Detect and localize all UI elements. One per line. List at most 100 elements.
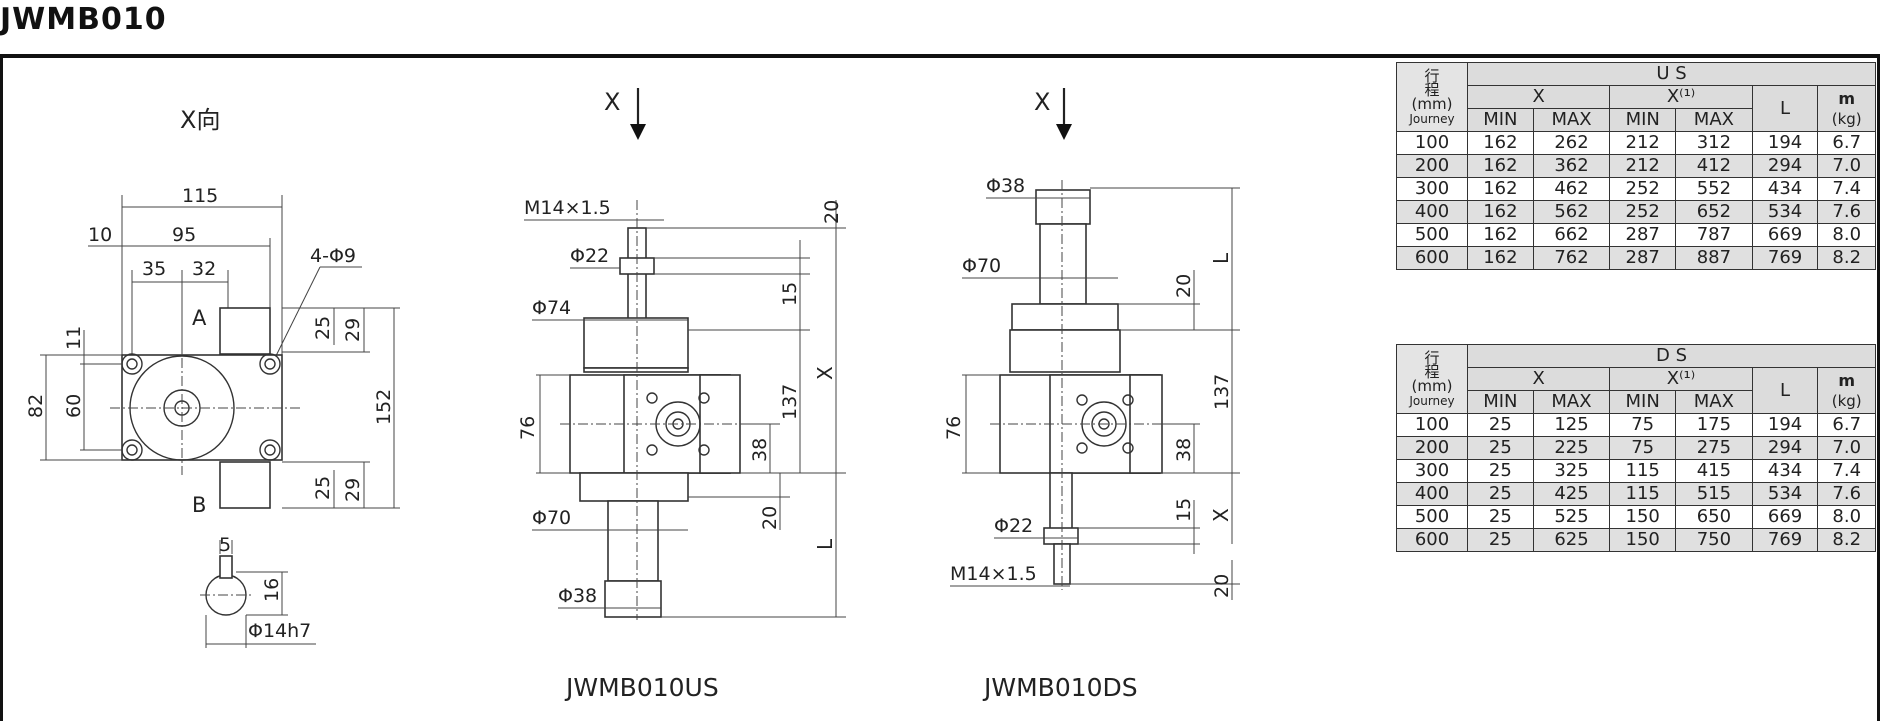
table-cell: 325 — [1532, 459, 1611, 483]
us-thread: M14×1.5 — [524, 197, 611, 219]
table-cell: 25 — [1467, 459, 1534, 483]
table-cell: 162 — [1467, 223, 1534, 247]
col-x: X — [1466, 367, 1611, 391]
table-cell: 212 — [1609, 131, 1677, 155]
table-cell: 194 — [1751, 131, 1819, 155]
dim-29-top: 29 — [342, 318, 364, 342]
us-h20b: 20 — [759, 506, 781, 530]
table-us: 行 程 (mm) Journey U S X X⁽¹⁾ L m(kg) MIN … — [1396, 62, 1876, 270]
ds-h20a: 20 — [1173, 274, 1195, 298]
x-direction-label: X向 — [180, 106, 220, 134]
dim-82: 82 — [25, 394, 47, 418]
table-cell: 600 — [1396, 528, 1468, 552]
ds-view: X Φ38 Φ70 Φ22 M14×1.5 76 — [943, 88, 1240, 702]
table-cell: 515 — [1675, 482, 1753, 506]
ds-phi22: Φ22 — [994, 515, 1033, 537]
col-min: MIN — [1467, 390, 1534, 414]
table-cell: 534 — [1751, 482, 1819, 506]
table-cell: 787 — [1675, 223, 1753, 247]
ds-h38: 38 — [1173, 438, 1195, 462]
table-cell: 25 — [1467, 413, 1534, 437]
table-cell: 162 — [1467, 154, 1534, 178]
dim-phi14h7: Φ14h7 — [248, 620, 311, 642]
table-cell: 500 — [1396, 505, 1468, 529]
us-view: X M14×1.5 Φ22 Φ74 Φ70 Φ38 — [517, 88, 846, 702]
table-cell: 769 — [1751, 246, 1819, 270]
table-cell: 500 — [1396, 223, 1468, 247]
table-cell: 7.4 — [1817, 459, 1876, 483]
ds-h20b: 20 — [1211, 574, 1233, 598]
table-cell: 600 — [1396, 246, 1468, 270]
table-cell: 8.2 — [1817, 528, 1876, 552]
table-cell: 100 — [1396, 131, 1468, 155]
table-cell: 100 — [1396, 413, 1468, 437]
table-cell: 7.0 — [1817, 154, 1876, 178]
us-h15: 15 — [779, 282, 801, 306]
table-cell: 762 — [1532, 246, 1611, 270]
dim-10: 10 — [88, 224, 112, 246]
table-cell: 115 — [1609, 482, 1677, 506]
us-phi70: Φ70 — [532, 507, 571, 529]
us-h137: 137 — [779, 384, 801, 420]
col-mass: m(kg) — [1817, 85, 1876, 132]
ds-hX: X — [1209, 508, 1233, 522]
table-cell: 162 — [1467, 246, 1534, 270]
table-cell: 262 — [1532, 131, 1611, 155]
table-cell: 7.6 — [1817, 482, 1876, 506]
table-ds-title: D S — [1467, 344, 1876, 368]
table-cell: 7.6 — [1817, 200, 1876, 224]
table-cell: 400 — [1396, 200, 1468, 224]
dim-60: 60 — [63, 394, 85, 418]
label-a: A — [192, 306, 207, 330]
table-cell: 25 — [1467, 482, 1534, 506]
us-h76: 76 — [517, 416, 539, 440]
table-cell: 75 — [1609, 413, 1677, 437]
dim-95: 95 — [172, 224, 196, 246]
us-h38: 38 — [749, 438, 771, 462]
dim-152: 152 — [373, 389, 395, 425]
table-cell: 312 — [1675, 131, 1753, 155]
table-cell: 669 — [1751, 505, 1819, 529]
table-cell: 25 — [1467, 505, 1534, 529]
table-cell: 150 — [1609, 528, 1677, 552]
dim-32: 32 — [192, 258, 216, 280]
table-cell: 6.7 — [1817, 131, 1876, 155]
table-cell: 25 — [1467, 528, 1534, 552]
table-cell: 7.4 — [1817, 177, 1876, 201]
table-cell: 6.7 — [1817, 413, 1876, 437]
ds-h137: 137 — [1211, 374, 1233, 410]
dim-25-top: 25 — [312, 316, 334, 340]
col-min: MIN — [1467, 108, 1534, 132]
col-min: MIN — [1609, 108, 1677, 132]
table-cell: 200 — [1396, 436, 1468, 460]
table-cell: 412 — [1675, 154, 1753, 178]
ds-phi70: Φ70 — [962, 255, 1001, 277]
table-cell: 275 — [1675, 436, 1753, 460]
col-max: MAX — [1675, 108, 1753, 132]
col-x1: X⁽¹⁾ — [1609, 367, 1753, 391]
table-us-title: U S — [1467, 62, 1876, 86]
table-ds: 行 程 (mm) Journey D S X X⁽¹⁾ L m(kg) MIN … — [1396, 344, 1876, 552]
dim-11: 11 — [63, 326, 85, 350]
ds-thread: M14×1.5 — [950, 563, 1037, 585]
ds-caption: JWMB010DS — [982, 673, 1138, 702]
col-l: L — [1751, 367, 1819, 414]
table-cell: 552 — [1675, 177, 1753, 201]
table-cell: 212 — [1609, 154, 1677, 178]
col-x1: X⁽¹⁾ — [1609, 85, 1753, 109]
us-h20a: 20 — [821, 200, 843, 224]
col-max: MAX — [1532, 108, 1611, 132]
table-cell: 669 — [1751, 223, 1819, 247]
table-cell: 525 — [1532, 505, 1611, 529]
table-cell: 887 — [1675, 246, 1753, 270]
dim-5: 5 — [219, 534, 231, 556]
